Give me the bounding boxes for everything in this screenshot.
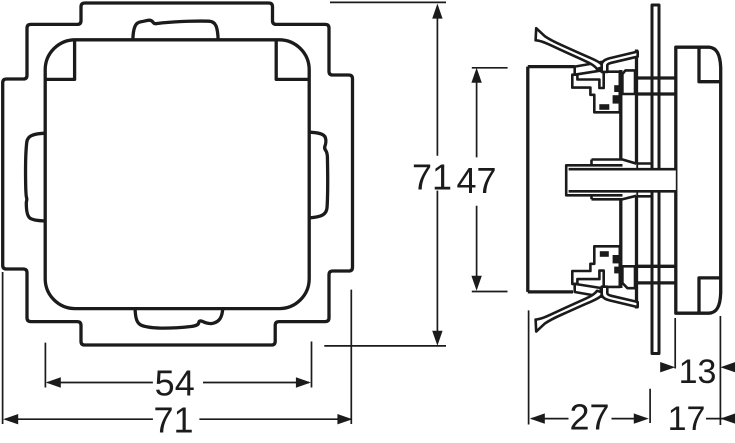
svg-text:71: 71	[412, 156, 452, 197]
svg-text:47: 47	[456, 160, 496, 201]
svg-text:17: 17	[668, 400, 706, 438]
svg-text:27: 27	[569, 397, 609, 438]
svg-text:71: 71	[153, 400, 193, 441]
svg-text:13: 13	[679, 353, 717, 391]
svg-text:54: 54	[155, 363, 195, 404]
